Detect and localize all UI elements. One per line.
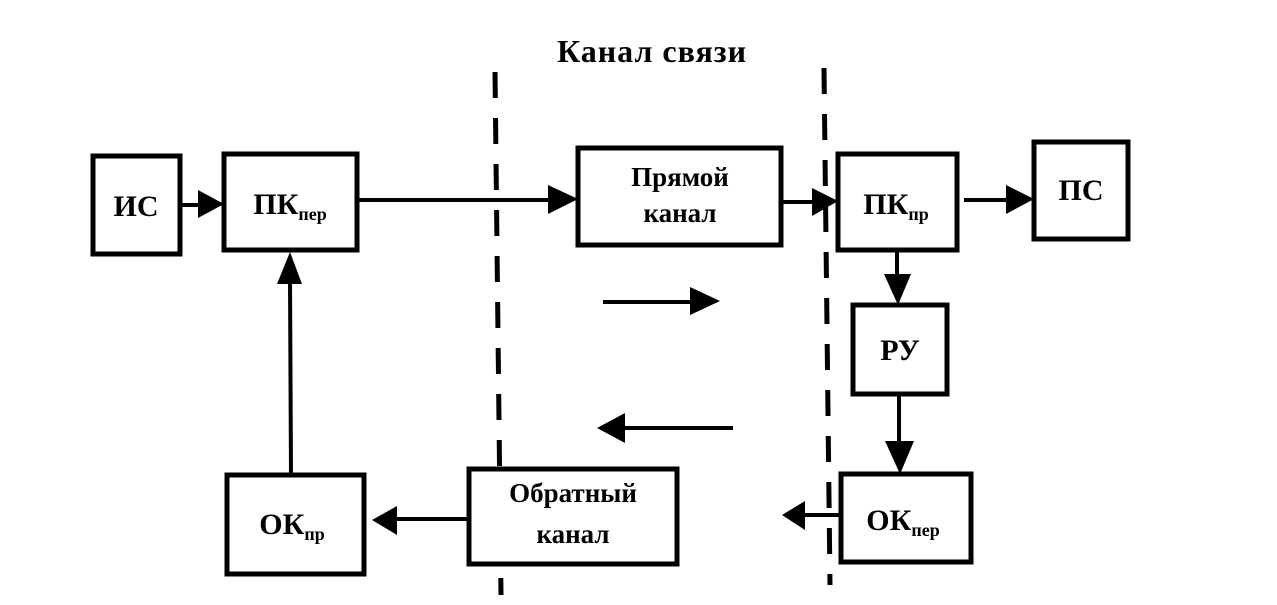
arrow-pk-per-to-direct-channel (357, 185, 578, 214)
block-ok-per: ОКпер (838, 471, 974, 565)
block-reverse-channel: Обратный канал (466, 466, 680, 567)
block-ok-per-label: ОКпер (866, 504, 939, 540)
block-pk-per-main: ПК (253, 188, 298, 221)
block-direct-channel-frame (575, 145, 784, 248)
block-reverse-channel-line2: канал (536, 519, 609, 549)
arrow-direct-channel-to-pk-pr (781, 188, 838, 216)
block-ok-pr-label: ОКпр (259, 508, 324, 544)
diagram-title: Канал связи (557, 33, 747, 69)
block-pk-pr-frame (835, 151, 960, 253)
block-ps-frame (1031, 139, 1131, 242)
block-pk-pr-sub: пр (908, 204, 928, 224)
block-pk-pr: ПКпр (835, 151, 960, 253)
block-ok-pr: ОКпр (224, 472, 367, 577)
block-reverse-channel-line1: Обратный (509, 478, 637, 508)
arrow-is-to-pk-per (180, 190, 224, 218)
block-pk-per: ПКпер (221, 151, 360, 253)
block-is: ИС (90, 153, 183, 257)
block-ok-per-frame (838, 471, 974, 565)
block-ru-label: РУ (880, 334, 920, 367)
block-ok-per-sub: пер (911, 520, 939, 540)
block-direct-channel-line2: канал (643, 198, 716, 228)
block-ok-per-main: ОК (866, 504, 911, 537)
block-reverse-channel-frame (466, 466, 680, 567)
arrow-reverse-channel-to-ok-pr (372, 506, 469, 535)
block-is-frame (90, 153, 183, 257)
block-pk-per-sub: пер (298, 204, 326, 224)
arrow-pk-pr-to-ru (884, 250, 911, 305)
arrow-pk-pr-to-ps (964, 185, 1034, 214)
arrow-ok-pr-to-pk-per (277, 252, 302, 476)
block-ru: РУ (850, 302, 950, 397)
block-ok-pr-sub: пр (304, 524, 324, 544)
block-is-label: ИС (114, 190, 159, 223)
block-pk-pr-label: ПКпр (863, 188, 928, 224)
block-ok-pr-frame (224, 472, 367, 577)
block-direct-channel: Прямой канал (575, 145, 784, 248)
block-pk-per-label: ПКпер (253, 188, 326, 224)
block-pk-pr-main: ПК (863, 188, 908, 221)
block-pk-per-frame (221, 151, 360, 253)
backward-direction-arrow (597, 413, 733, 443)
block-ru-frame (850, 302, 950, 397)
block-ok-pr-main: ОК (259, 508, 304, 541)
forward-direction-arrow (603, 287, 720, 315)
block-ps-label: ПС (1059, 174, 1104, 207)
arrow-ru-to-ok-per (885, 394, 914, 474)
channel-boundary-right (821, 67, 833, 586)
block-ps: ПС (1031, 139, 1131, 242)
arrow-ok-per-to-reverse-channel (782, 501, 841, 530)
block-direct-channel-line1: Прямой (631, 162, 729, 192)
